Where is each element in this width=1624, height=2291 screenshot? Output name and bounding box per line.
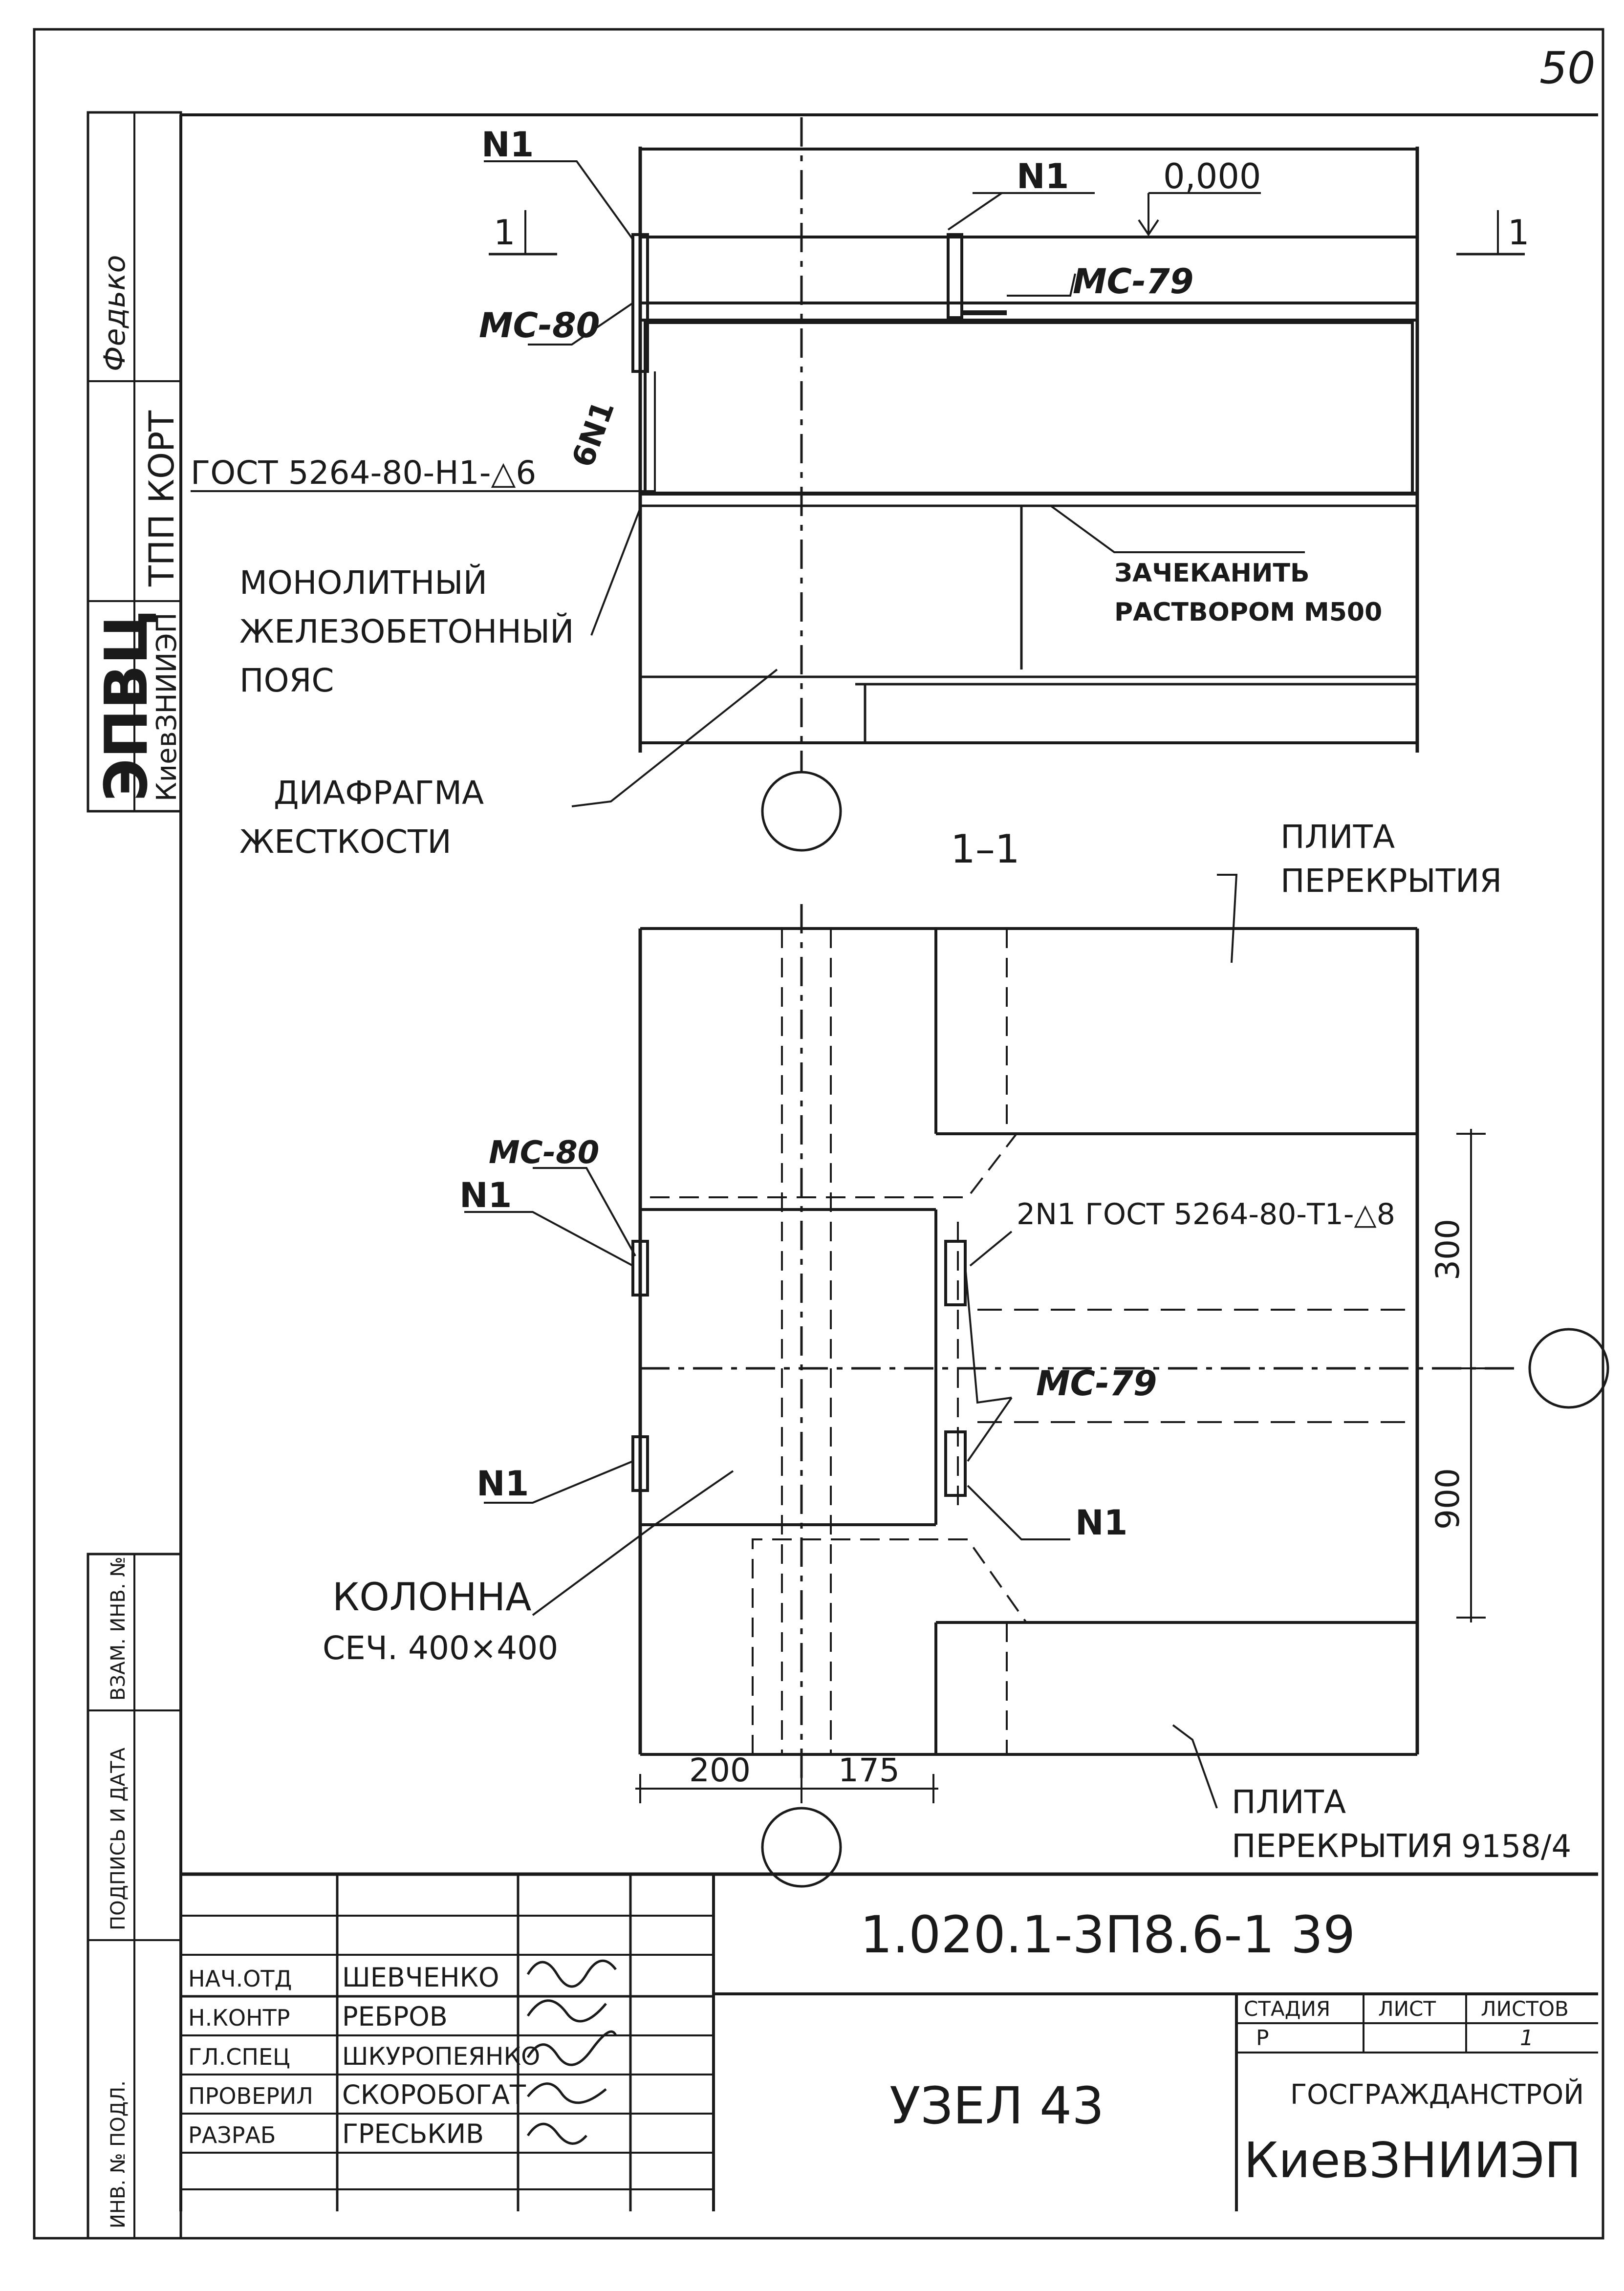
dim-200: 200 (689, 1751, 751, 1789)
label-column-2: СЕЧ. 400×400 (323, 1629, 558, 1667)
stamp-stage: Р (1256, 2026, 1269, 2051)
label-diaphragm-2: ЖЕСТКОСТИ (239, 823, 452, 861)
stamp-name-3: ШКУРОПЕЯНКО (342, 2042, 540, 2071)
label-weld-gost-plan: 2N1 ГОСТ 5264-80-Т1-△8 (1017, 1197, 1395, 1232)
label-belt-1: МОНОЛИТНЫЙ (239, 563, 487, 602)
label-slab-bottom-1: ПЛИТА (1232, 1783, 1346, 1821)
title-block: НАЧ.ОТД Н.КОНТР ГЛ.СПЕЦ ПРОВЕРИЛ РАЗРАБ … (181, 1829, 1598, 2211)
side-strip: ЭПВЦ КиевЗНИИЭП ТПП КОРТ Федько ВЗАМ. ИН… (87, 111, 183, 2240)
page-number: 50 (1539, 43, 1596, 94)
side-field-3: ИНВ. № ПОДЛ. (107, 2080, 130, 2228)
axis-marker-bottom (761, 1807, 842, 1888)
label-mc80-top: МС-80 (479, 305, 600, 346)
side-stage: ТПП КОРТ (142, 411, 182, 587)
stamp-signatures (526, 1959, 617, 2145)
label-belt-3: ПОЯС (239, 662, 334, 699)
label-caulk-1: ЗАЧЕКАНИТЬ (1114, 559, 1310, 588)
stamp-role-4: ПРОВЕРИЛ (188, 2083, 313, 2109)
side-sign: Федько (98, 255, 132, 371)
label-belt-2: ЖЕЛЕЗОБЕТОННЫЙ (239, 612, 574, 650)
plan-section: 300 900 200 175 МС-80 N1 2N1 ГОСТ 5264-8… (323, 818, 1609, 1888)
stamp-org-1: ГОСГРАЖДАНСТРОЙ (1290, 2078, 1584, 2111)
section-mark-left: 1 (494, 213, 516, 253)
stamp-sheet-label: ЛИСТ (1378, 1997, 1436, 2021)
stamp-sheets-label: ЛИСТОВ (1481, 1997, 1569, 2021)
label-n1-plan-left: N1 (476, 1464, 529, 1504)
plate-mc79-plan-upper (944, 1240, 967, 1306)
side-org: ЭПВЦ (93, 610, 161, 801)
label-mc79-top: МС-79 (1073, 261, 1194, 302)
belt-hatched (644, 321, 1414, 495)
label-mc79-plan: МС-79 (1036, 1363, 1157, 1404)
stamp-role-1: НАЧ.ОТД (188, 1966, 292, 1992)
plate-mc79 (947, 233, 963, 319)
label-mc80-plan: МС-80 (489, 1135, 599, 1171)
label-slab-top-1: ПЛИТА (1280, 818, 1395, 856)
label-weld-gost-top: ГОСТ 5264-80-Н1-△6 (191, 454, 536, 492)
stamp-org-2: КиевЗНИИЭП (1244, 2132, 1581, 2189)
label-weld-6n1: 6N1 (564, 396, 621, 472)
stamp-role-2: Н.КОНТР (188, 2005, 290, 2031)
side-institute: КиевЗНИИЭП (151, 612, 183, 801)
label-n1-left: N1 (481, 125, 534, 165)
label-slab-bottom-2: ПЕРЕКРЫТИЯ (1232, 1827, 1453, 1865)
dim-900: 900 (1429, 1468, 1467, 1530)
side-field-2: ПОДПИСЬ И ДАТА (107, 1747, 130, 1930)
stamp-title: УЗЕЛ 43 (889, 2076, 1104, 2136)
label-n1-plan-upper: N1 (459, 1175, 512, 1215)
plate-n1-plan-left (631, 1435, 649, 1492)
stamp-stage-label: СТАДИЯ (1244, 1997, 1330, 2021)
label-diaphragm-1: ДИАФРАГМА (274, 774, 484, 812)
label-caulk-2: РАСТВОРОМ М500 (1114, 598, 1382, 627)
label-slab-top-2: ПЕРЕКРЫТИЯ (1280, 862, 1502, 900)
side-field-1: ВЗАМ. ИНВ. № (107, 1556, 130, 1701)
dim-175: 175 (838, 1751, 900, 1789)
stamp-name-1: ШЕВЧЕНКО (342, 1962, 499, 1993)
stamp-sheets: 1 (1520, 2026, 1534, 2051)
top-section: 1 1 N1 N1 0,000 МС-80 МС-79 6N1 ГОСТ 526… (191, 117, 1530, 872)
stamp-role-3: ГЛ.СПЕЦ (188, 2044, 290, 2070)
stamp-code: 1.020.1-3П8.6-1 39 (860, 1905, 1355, 1965)
section-mark-right: 1 (1508, 213, 1530, 253)
label-section-pair: 1–1 (951, 826, 1020, 872)
stamp-name-4: СКОРОБОГАТ (342, 2079, 526, 2110)
stamp-name-2: РЕБРОВ (342, 2001, 448, 2032)
axis-marker-right (1528, 1328, 1609, 1409)
stamp-role-5: РАЗРАБ (188, 2122, 276, 2148)
label-n1-right: N1 (1017, 156, 1069, 196)
axis-marker-top (761, 771, 842, 852)
dim-300: 300 (1429, 1219, 1467, 1280)
stamp-name-5: ГРЕСЬКИВ (342, 2118, 484, 2149)
label-n1-plan-right: N1 (1075, 1503, 1127, 1543)
label-column-1: КОЛОННА (332, 1576, 531, 1620)
sheet-border (33, 28, 1604, 2240)
plate-mc79-plan-lower (944, 1430, 967, 1497)
plate-mc80-plan (631, 1240, 649, 1297)
stamp-copy-no: 9158/4 (1461, 1829, 1571, 1865)
label-level: 0,000 (1163, 156, 1261, 196)
